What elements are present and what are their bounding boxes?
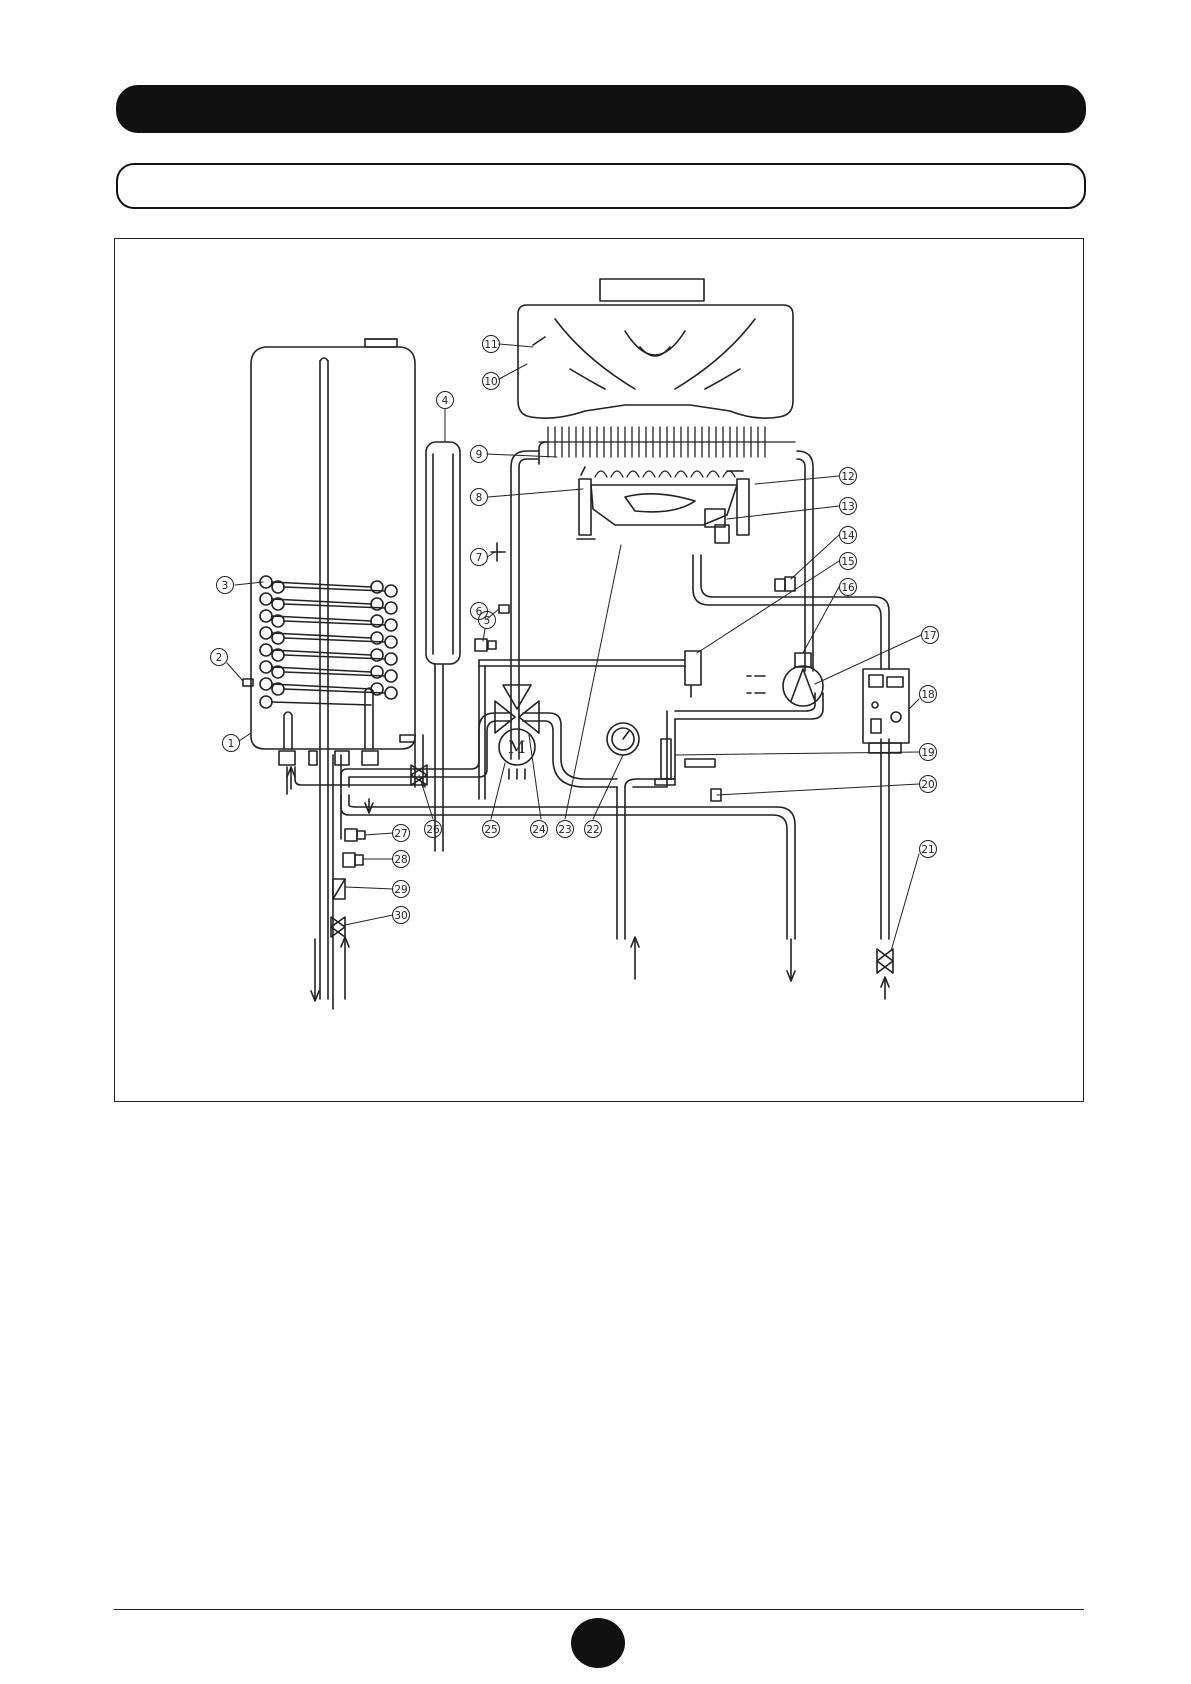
pipework xyxy=(286,441,890,1010)
svg-text:19: 19 xyxy=(921,747,934,759)
callout-11: 11 xyxy=(482,335,500,353)
page-number-badge xyxy=(571,1618,625,1668)
callout-14: 14 xyxy=(839,526,857,544)
svg-text:30: 30 xyxy=(394,910,407,922)
callout-23: 23 xyxy=(556,820,574,838)
cylinder-connections xyxy=(278,687,379,766)
callout-25: 25 xyxy=(482,820,500,838)
svg-text:5: 5 xyxy=(484,615,491,627)
svg-text:25: 25 xyxy=(484,824,497,836)
svg-text:6: 6 xyxy=(476,606,483,618)
callout-1: 1 xyxy=(222,734,240,752)
svg-text:8: 8 xyxy=(476,492,483,504)
heating-coil xyxy=(259,575,398,709)
svg-text:16: 16 xyxy=(841,582,855,594)
callout-labels: 1 2 3 4 5 6 7 8 9 10 11 12 13 14 15 16 1… xyxy=(210,335,939,924)
svg-text:7: 7 xyxy=(476,552,483,564)
svg-text:14: 14 xyxy=(841,530,855,542)
svg-text:12: 12 xyxy=(841,471,854,483)
callout-22: 22 xyxy=(584,820,602,838)
svg-text:26: 26 xyxy=(426,824,440,836)
svg-text:20: 20 xyxy=(921,779,934,791)
callout-24: 24 xyxy=(530,820,548,838)
callout-17: 17 xyxy=(921,626,939,644)
callout-8: 8 xyxy=(470,488,488,506)
callout-18: 18 xyxy=(919,685,937,703)
callout-15: 15 xyxy=(839,552,857,570)
svg-text:22: 22 xyxy=(586,824,599,836)
callout-10: 10 xyxy=(482,372,500,390)
callout-7: 7 xyxy=(470,548,488,566)
small-components xyxy=(330,542,894,974)
callout-19: 19 xyxy=(919,743,937,761)
pressure-gauge xyxy=(606,722,640,756)
callout-29: 29 xyxy=(392,880,410,898)
callout-13: 13 xyxy=(839,497,857,515)
svg-text:11: 11 xyxy=(484,339,497,351)
svg-text:9: 9 xyxy=(476,449,483,461)
boiler-hydraulic-diagram: M xyxy=(114,238,1084,1102)
svg-text:10: 10 xyxy=(484,376,497,388)
svg-text:4: 4 xyxy=(442,395,449,407)
callout-4: 4 xyxy=(436,391,454,409)
motor-letter: M xyxy=(508,738,525,758)
three-way-valve xyxy=(494,684,540,734)
footer-rule xyxy=(114,1609,1084,1610)
svg-text:3: 3 xyxy=(222,580,229,592)
svg-text:2: 2 xyxy=(216,652,223,664)
svg-text:13: 13 xyxy=(841,501,854,513)
callout-leaders xyxy=(226,343,922,952)
svg-text:28: 28 xyxy=(394,854,407,866)
circulation-pump xyxy=(746,665,824,707)
svg-text:29: 29 xyxy=(394,884,407,896)
cylinder-sensor xyxy=(242,678,254,687)
subsection-title-bar xyxy=(116,163,1086,209)
callout-28: 28 xyxy=(392,850,410,868)
svg-text:17: 17 xyxy=(923,630,936,642)
flow-arrows xyxy=(286,766,890,1002)
callout-20: 20 xyxy=(919,775,937,793)
svg-text:15: 15 xyxy=(841,556,854,568)
gas-valve xyxy=(862,668,910,754)
section-title-bar xyxy=(116,85,1086,133)
flue-hood xyxy=(517,278,794,419)
callout-16: 16 xyxy=(839,578,857,596)
heat-exchanger xyxy=(538,426,796,458)
valve-motor: M xyxy=(498,728,536,780)
callout-21: 21 xyxy=(919,840,937,858)
callout-26: 26 xyxy=(424,820,442,838)
callout-six: 6 xyxy=(470,602,488,620)
burner-assembly xyxy=(576,466,750,544)
callout-30: 30 xyxy=(392,906,410,924)
callout-9: 9 xyxy=(470,445,488,463)
svg-text:27: 27 xyxy=(394,828,407,840)
expansion-vessel xyxy=(425,441,461,852)
svg-text:18: 18 xyxy=(921,689,934,701)
svg-text:21: 21 xyxy=(921,844,934,856)
callout-2: 2 xyxy=(210,648,228,666)
callout-3: 3 xyxy=(216,576,234,594)
svg-text:23: 23 xyxy=(558,824,571,836)
svg-text:24: 24 xyxy=(532,824,546,836)
callout-12: 12 xyxy=(839,467,857,485)
callout-27: 27 xyxy=(392,824,410,842)
svg-text:1: 1 xyxy=(228,738,235,750)
